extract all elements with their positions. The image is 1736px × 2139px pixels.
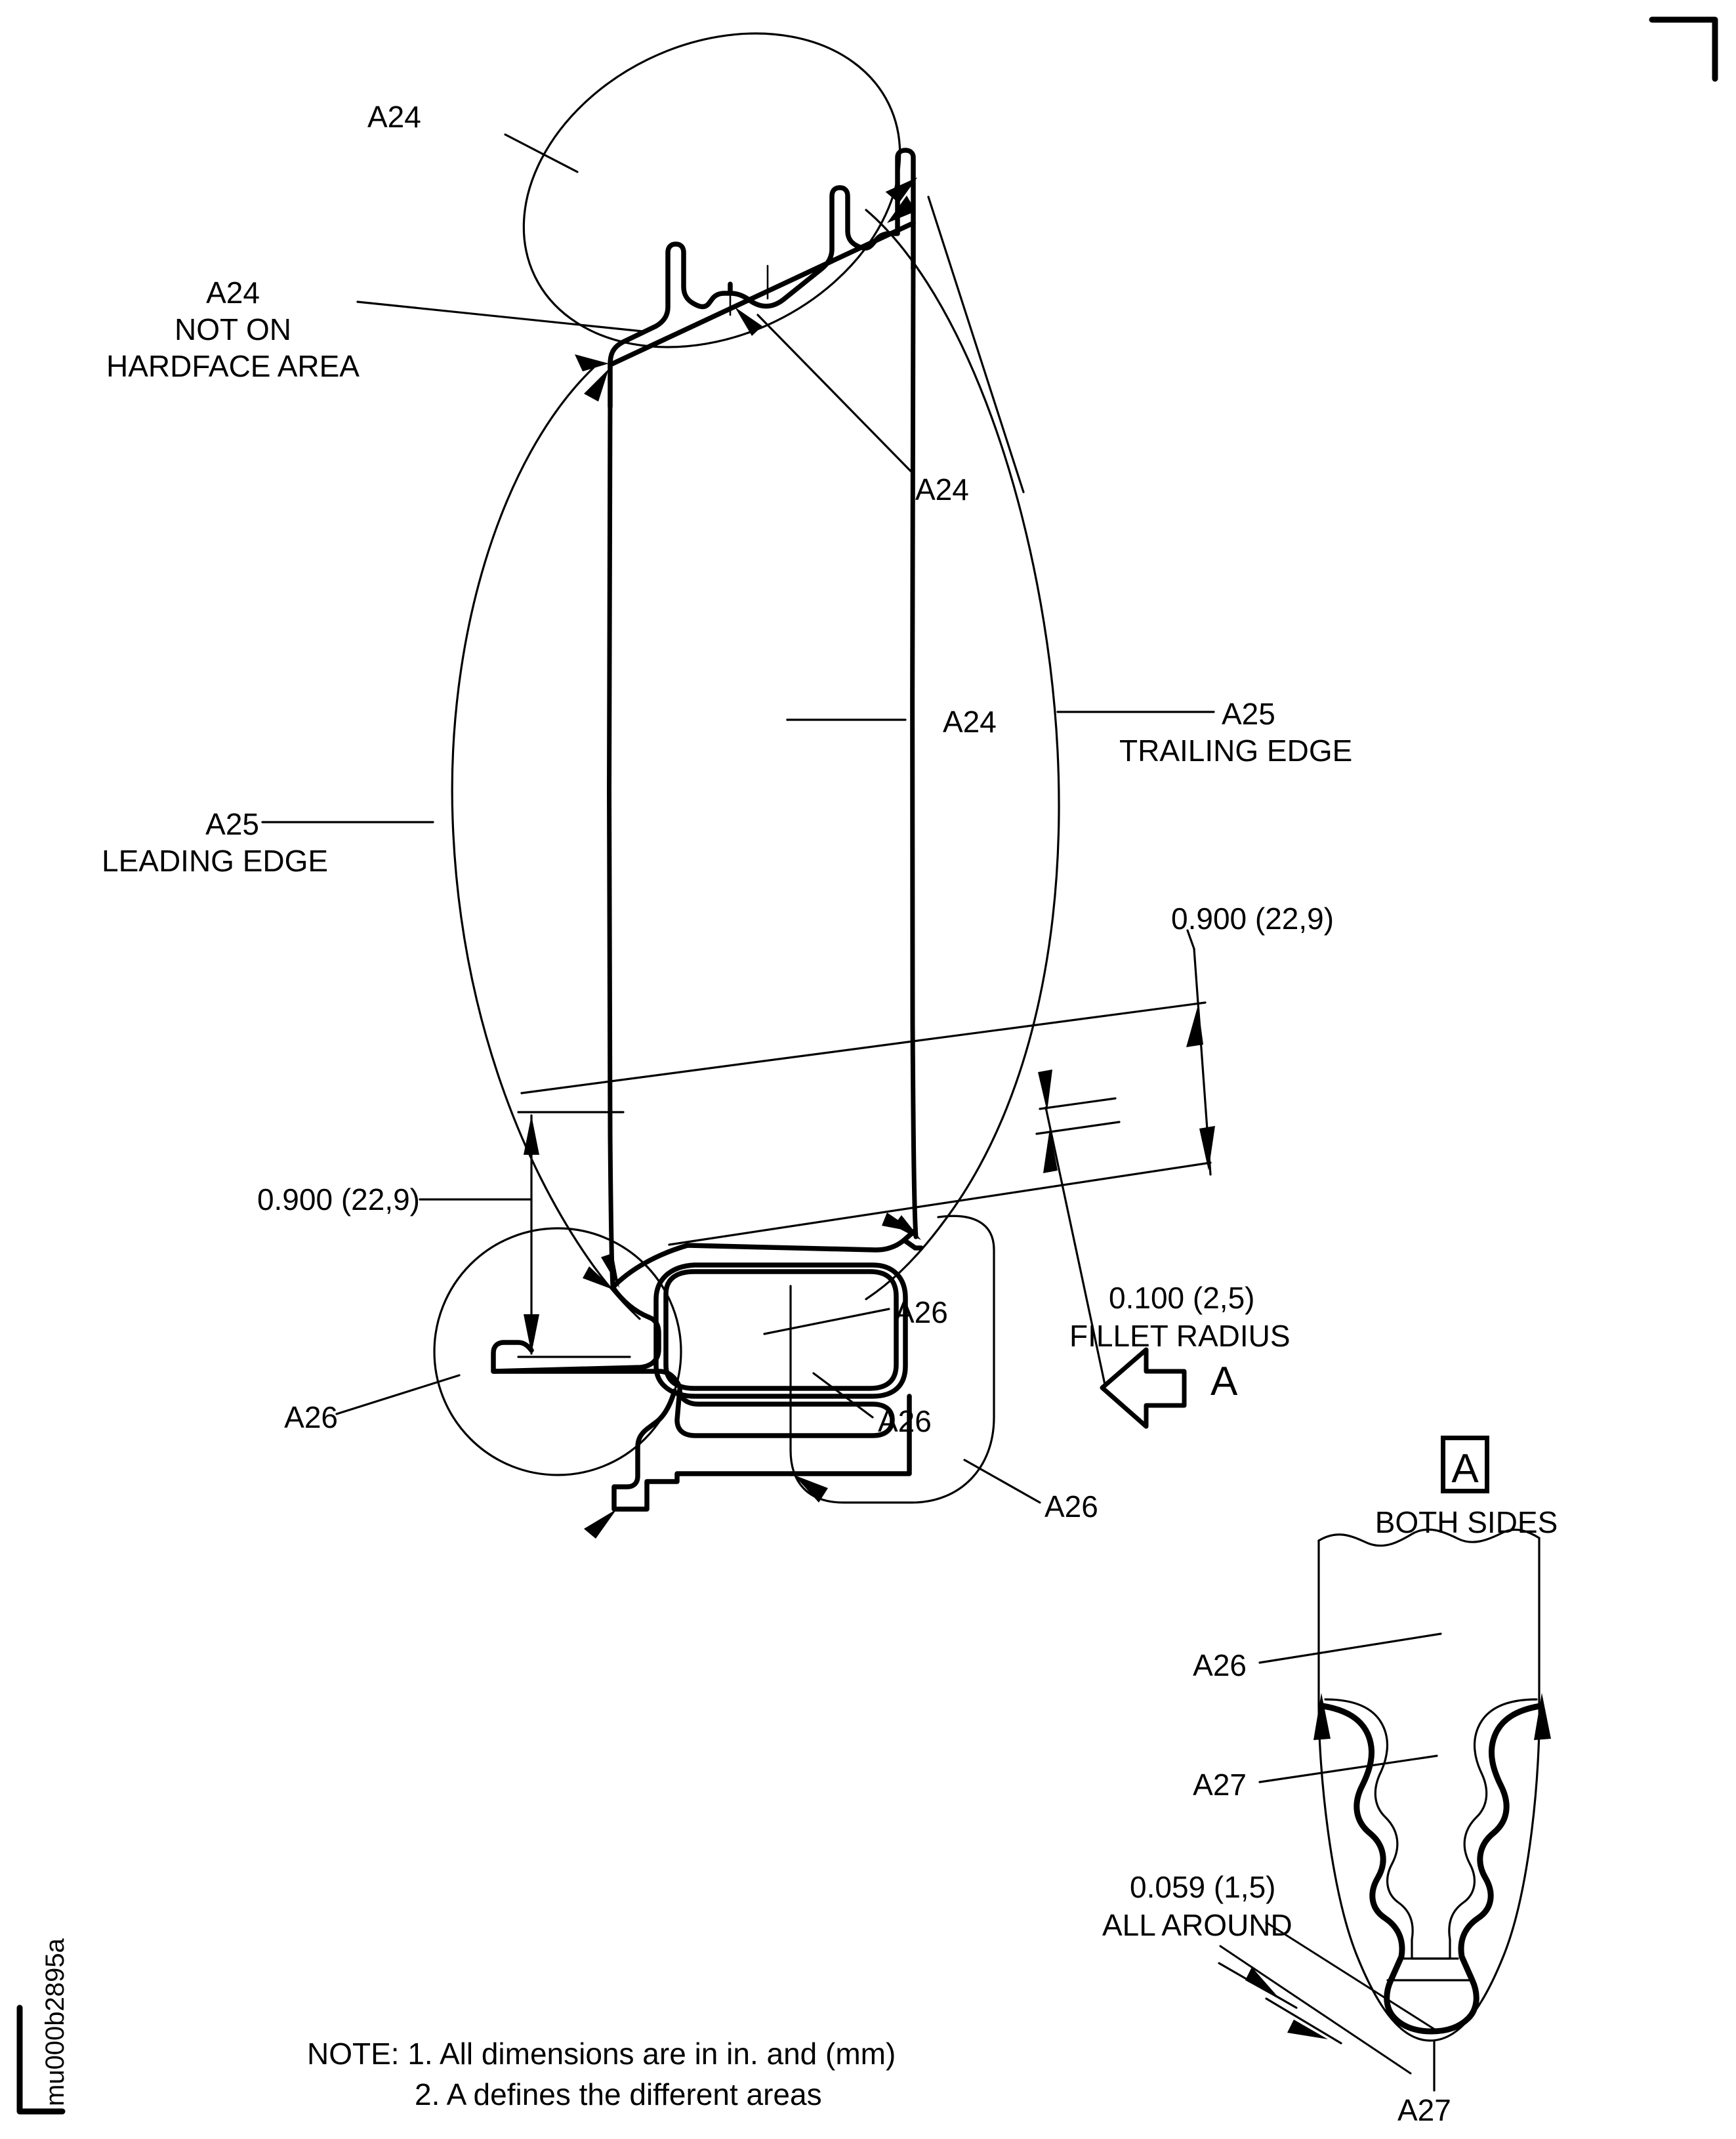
root-balloons [433, 1215, 995, 1504]
view-arrow-letter: A [1210, 1359, 1238, 1404]
label-a25-trailing-edge-code: A25 [1222, 697, 1275, 731]
dim-0900-right-text: 0.900 (22,9) [1171, 902, 1334, 936]
drawing-id-text: mu000b2895a [41, 1938, 70, 2106]
airfoil-walls [607, 260, 919, 1289]
label-a24-tip: A24 [367, 100, 421, 134]
label-a26-lower-rail: A26 [878, 1404, 932, 1438]
dim-0900-left-text: 0.900 (22,9) [257, 1182, 420, 1216]
label-a27-detail-upper: A27 [1193, 1768, 1247, 1802]
dim-0900-right-arrowheads [1186, 1005, 1215, 1171]
leader-lines [261, 133, 1215, 1504]
label-a24-not-on-hardface-line1: A24 [206, 276, 260, 310]
corner-mark-bottom-left [16, 2004, 66, 2115]
label-a24-shroud-underside: A24 [915, 472, 969, 507]
dim-0100-fillet-value: 0.100 (2,5) [1109, 1281, 1255, 1315]
dim-0900-right [520, 929, 1212, 1246]
label-a27-detail-lower: A27 [1397, 2093, 1451, 2127]
label-a24-not-on-hardface-line2: NOT ON [174, 312, 292, 346]
dim-0900-left [419, 1111, 631, 1358]
dim-0100-fillet-arrowheads [1038, 1070, 1058, 1173]
view-box-caption: BOTH SIDES [1374, 1505, 1558, 1539]
label-a25-trailing-edge-text: TRAILING EDGE [1119, 734, 1353, 768]
root-platform-section [491, 1228, 924, 1512]
view-direction-arrow [1100, 1347, 1187, 1429]
dim-0100-fillet [1035, 1097, 1121, 1386]
dim-0059-coating-caption: ALL AROUND [1102, 1908, 1292, 1942]
note-line-1: NOTE: 1. All dimensions are in in. and (… [307, 2037, 896, 2071]
label-a24-not-on-hardface-line3: HARDFACE AREA [106, 349, 360, 383]
note-line-2: 2. A defines the different areas [415, 2077, 822, 2111]
dim-0059-coating-value: 0.059 (1,5) [1130, 1870, 1276, 1904]
label-a25-leading-edge-code: A25 [205, 807, 259, 841]
airfoil-balloon-outline [451, 209, 1060, 1320]
tip-shroud-balloon [522, 32, 901, 348]
view-box-A: A [1441, 1436, 1489, 1493]
label-a24-airfoil: A24 [943, 705, 997, 739]
corner-mark-top-right [1649, 16, 1718, 82]
label-a26-right-circle: A26 [1044, 1489, 1098, 1524]
shroud-pointers [927, 196, 1025, 493]
label-a26-inner-cavity: A26 [894, 1295, 948, 1329]
label-a26-detail: A26 [1193, 1648, 1247, 1682]
dim-0900-left-arrowheads [524, 1115, 539, 1354]
tip-shroud-section [608, 148, 916, 409]
dim-0100-fillet-caption: FILLET RADIUS [1069, 1319, 1291, 1353]
arrowheads [575, 177, 921, 1539]
detail-view-A-geometry [1218, 1528, 1551, 2092]
label-a25-leading-edge-text: LEADING EDGE [102, 844, 329, 878]
label-a26-left-circle: A26 [284, 1400, 338, 1434]
